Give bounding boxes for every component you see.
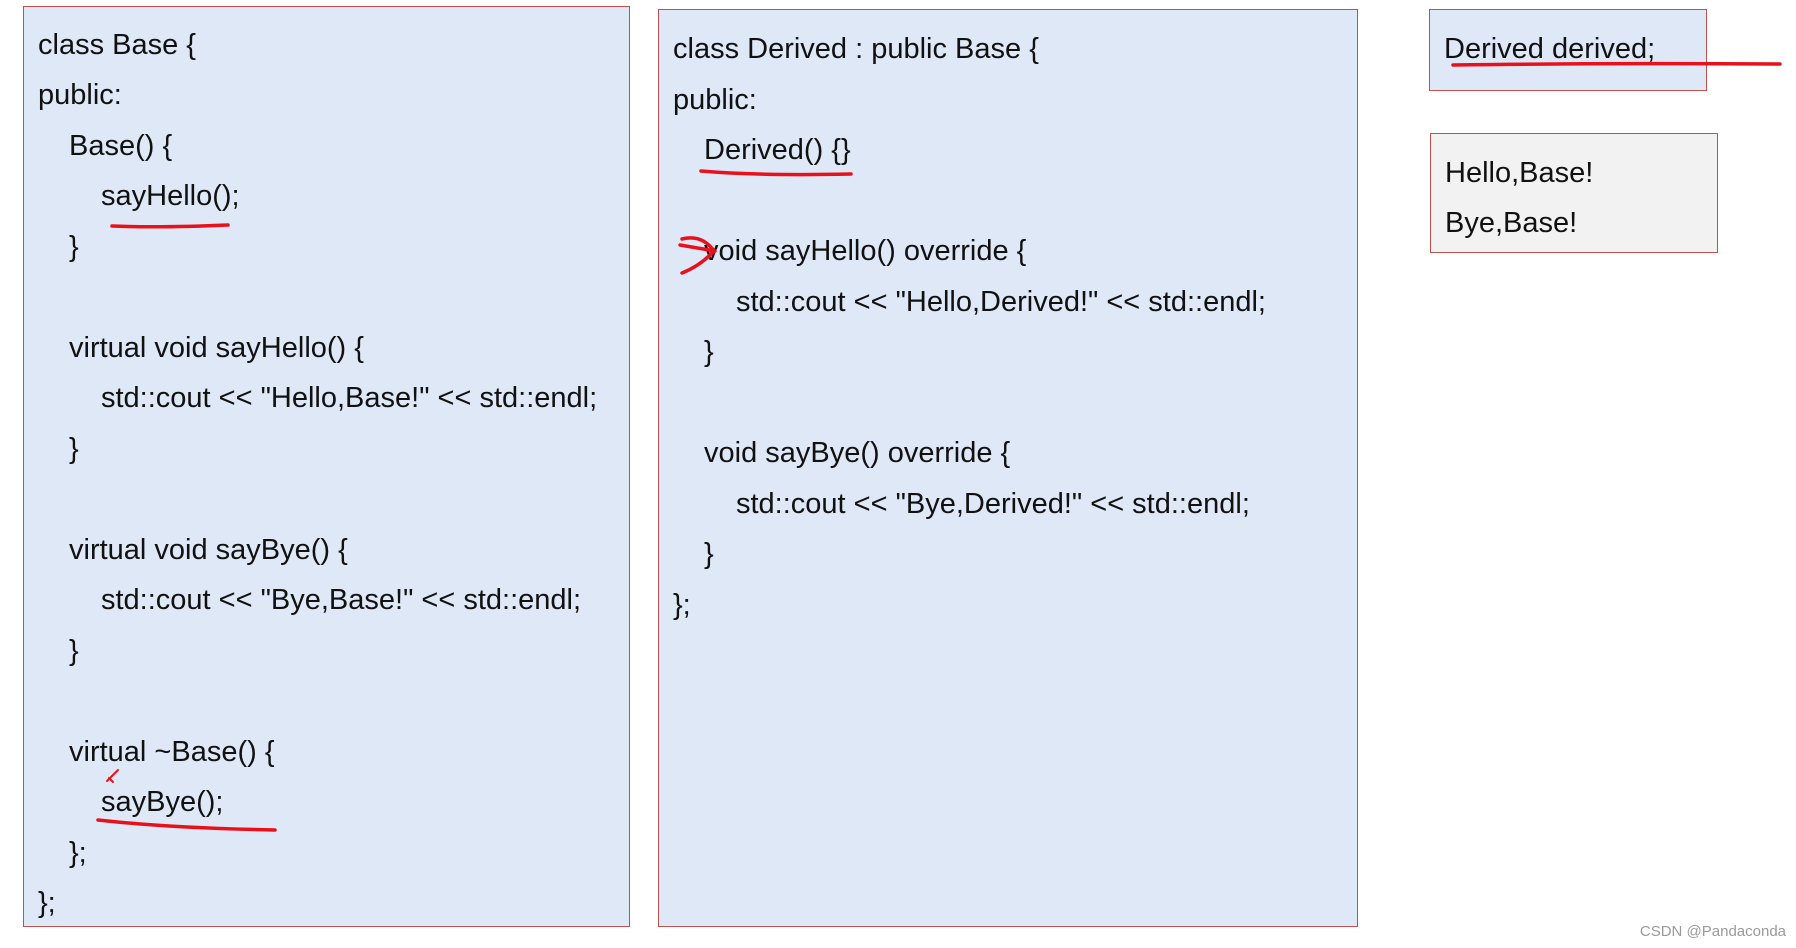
code-line: Base() {	[69, 130, 173, 162]
code-line: std::cout << "Bye,Derived!" << std::endl…	[736, 488, 1250, 520]
declaration-text: Derived derived;	[1444, 33, 1656, 65]
code-line: }	[704, 538, 714, 570]
code-line: }	[704, 336, 714, 368]
code-line: }	[69, 433, 79, 465]
code-line: Derived() {}	[704, 134, 851, 166]
code-line: class Base {	[38, 29, 196, 61]
code-line: virtual void sayBye() {	[69, 534, 348, 566]
code-line: virtual ~Base() {	[69, 736, 275, 768]
derived-class-panel: class Derived : public Base { public: De…	[658, 9, 1358, 927]
code-line: sayBye();	[101, 786, 224, 818]
code-line: public:	[38, 79, 122, 111]
code-line: std::cout << "Hello,Base!" << std::endl;	[101, 382, 598, 414]
code-line: sayHello();	[101, 180, 240, 212]
code-line: };	[69, 837, 87, 869]
base-class-panel: class Base { public: Base() { sayHello()…	[23, 6, 630, 927]
output-line: Bye,Base!	[1445, 207, 1578, 239]
code-line: void sayHello() override {	[704, 235, 1027, 267]
code-line: std::cout << "Hello,Derived!" << std::en…	[736, 286, 1266, 318]
code-line: };	[38, 887, 56, 919]
output-line: Hello,Base!	[1445, 157, 1594, 189]
code-line: }	[69, 635, 79, 667]
watermark: CSDN @Pandaconda	[1639, 923, 1786, 940]
code-line: void sayBye() override {	[704, 437, 1011, 469]
declaration-panel: Derived derived;	[1429, 9, 1707, 91]
code-line: class Derived : public Base {	[673, 33, 1039, 65]
code-line: public:	[673, 84, 757, 116]
output-panel: Hello,Base! Bye,Base!	[1430, 133, 1718, 253]
code-line: };	[673, 589, 691, 621]
code-line: }	[69, 231, 79, 263]
code-line: virtual void sayHello() {	[69, 332, 364, 364]
code-line: std::cout << "Bye,Base!" << std::endl;	[101, 584, 582, 616]
